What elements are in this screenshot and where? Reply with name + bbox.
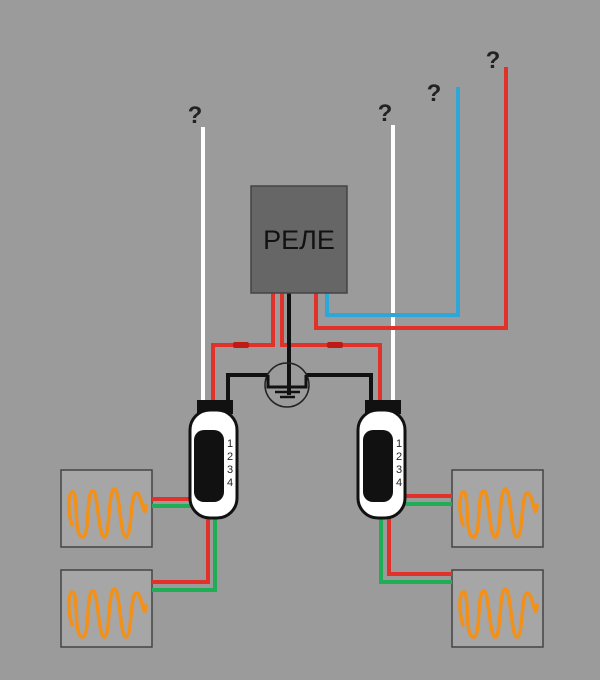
wire-red-feed [314,67,508,330]
wire-red-heater-lb [152,518,210,584]
pin-label: 3 [227,464,233,476]
unknown-mark-white-right: ? [378,100,393,127]
unknown-mark-white-left: ? [188,102,203,129]
unknown-mark-red: ? [486,47,501,74]
pin-label: 1 [396,438,402,450]
heater-left-top [60,469,153,548]
pin-label: 2 [396,451,402,463]
unknown-mark-blue: ? [427,80,442,107]
ground-symbol-icon [264,362,310,408]
heater-right-bottom [451,569,544,648]
wire-black-right [306,373,373,402]
fuse-right [327,342,343,348]
pin-label: 1 [227,438,233,450]
connector-right: 1 2 3 4 [356,400,407,520]
connector-left: 1 2 3 4 [188,400,239,520]
wires [152,67,508,592]
fuse-left [233,342,249,348]
heater-left-bottom [60,569,153,648]
wire-red-heater-rb [387,518,452,576]
pin-label: 4 [396,477,402,489]
wire-black-left [226,373,268,402]
pin-label: 3 [396,464,402,476]
relay-box: РЕЛЕ [250,185,348,294]
wire-blue [325,87,460,317]
relay-label: РЕЛЕ [263,225,335,255]
wire-green-heater-lb [152,518,217,592]
pin-label: 2 [227,451,233,463]
wire-green-heater-rb [379,518,452,584]
heater-right-top [451,469,544,548]
pin-label: 4 [227,477,233,489]
